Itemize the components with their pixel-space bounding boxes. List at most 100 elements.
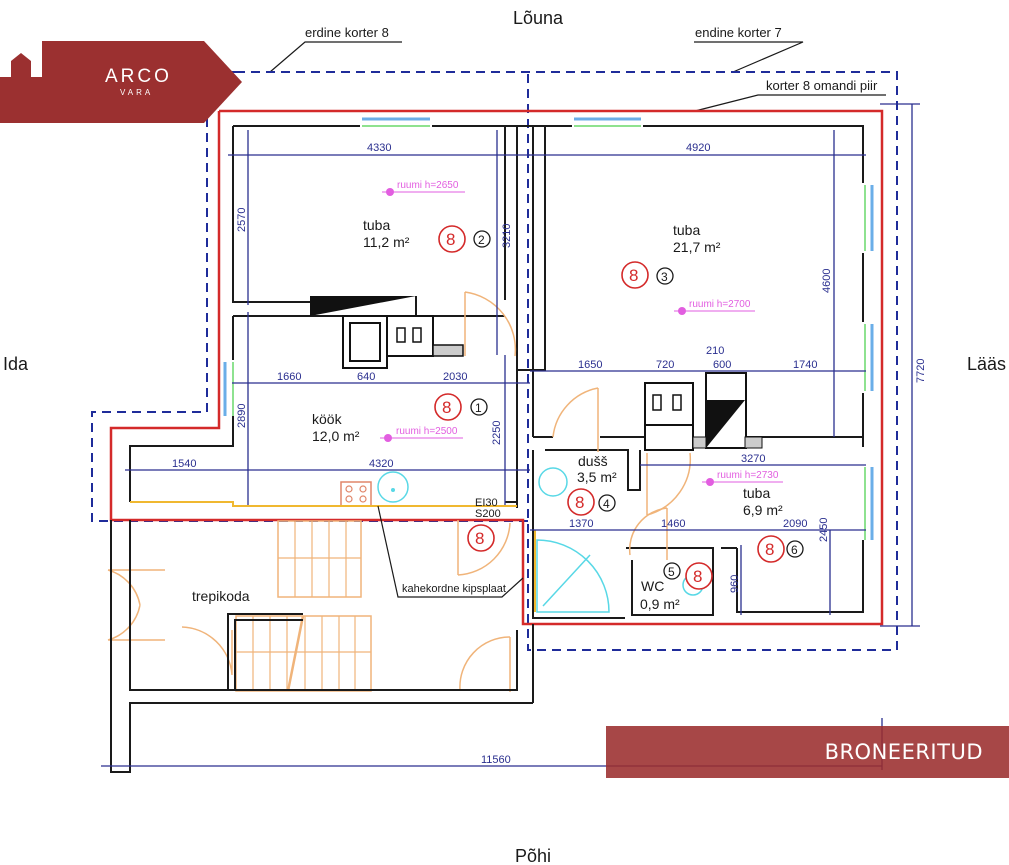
dimension-label: 7720 [915, 359, 927, 383]
countertop-edge [130, 501, 517, 507]
svg-text:4: 4 [603, 497, 610, 511]
leader-line [694, 94, 886, 112]
room-number-tag: 6 [786, 540, 804, 558]
wall [232, 126, 310, 303]
wall [736, 540, 864, 613]
annotation-plasterboard: kahekordne kipsplaat [402, 583, 506, 595]
leader-line [269, 41, 402, 73]
dimension-label: 2250 [491, 421, 503, 445]
dimension-label: 960 [729, 575, 741, 593]
hatched-wall [432, 344, 464, 357]
apartment-tag: 8 [434, 393, 462, 421]
room-number-tag: 2 [473, 230, 491, 248]
wall [545, 449, 641, 491]
room-height-marker: ruumi h=2730 [702, 470, 783, 486]
staircase-upper [277, 520, 362, 598]
dimension-label: 11560 [481, 754, 511, 766]
compass-south: Lõuna [513, 8, 564, 28]
apartment-tag: 8 [685, 562, 713, 590]
svg-text:1: 1 [475, 401, 482, 415]
shower-basin [538, 467, 568, 497]
banner-shape [0, 41, 242, 123]
staircase-lower [235, 615, 372, 692]
apartment-tag: 8 [757, 535, 785, 563]
dimension-label: 1460 [661, 518, 685, 530]
dimension-label: 1370 [569, 518, 593, 530]
annotation-former-apt-7: endine korter 7 [695, 25, 782, 40]
dimension-label: 3210 [501, 224, 513, 248]
svg-text:ruumi h=2700: ruumi h=2700 [689, 299, 751, 310]
svg-text:ruumi h=2500: ruumi h=2500 [396, 426, 458, 437]
dimension-label: 720 [656, 359, 674, 371]
stove-door [349, 322, 381, 362]
wall [227, 613, 303, 690]
room-number-tag: 4 [598, 494, 616, 512]
wall [129, 520, 518, 691]
room-height-marker: ruumi h=2500 [380, 426, 463, 442]
compass-north: Põhi [515, 846, 551, 865]
dimension-label: 2890 [236, 404, 248, 428]
dimension-label: 1660 [277, 371, 301, 383]
dimension-label: 2570 [236, 208, 248, 232]
double-door [107, 569, 165, 641]
stove-base [644, 424, 694, 451]
wall [234, 619, 303, 690]
dimension-label: 640 [357, 371, 375, 383]
status-badge-label: BRONEERITUD [824, 740, 983, 764]
dimension-label: 1740 [793, 359, 817, 371]
room-height-marker: ruumi h=2650 [382, 180, 465, 196]
dimension-label: 4320 [369, 458, 393, 470]
brand-name: ARCO [105, 66, 172, 87]
wall [643, 125, 864, 183]
wall [626, 547, 714, 616]
vent-opening [672, 394, 682, 411]
room-name: dušš [578, 453, 608, 469]
hatched-wall [744, 436, 763, 449]
vent-opening [652, 394, 662, 411]
room-name: tuba [743, 485, 770, 501]
hatched-wall [692, 436, 707, 449]
room-name: WC [641, 578, 664, 594]
room-height-marker: ruumi h=2700 [674, 299, 755, 315]
ownership-boundary-line [109, 109, 884, 626]
leader-line [377, 505, 524, 598]
door [646, 452, 692, 516]
wall [110, 520, 533, 773]
apartment-tag: 8 [467, 524, 495, 552]
door [628, 507, 668, 560]
room-name: tuba [363, 217, 390, 233]
door [181, 626, 233, 676]
room-number-tag: 1 [470, 398, 488, 416]
door [459, 636, 511, 692]
room-area: 0,9 m² [640, 596, 680, 612]
room-name: köök [312, 411, 343, 427]
svg-text:8: 8 [693, 567, 702, 586]
status-badge: BRONEERITUD [606, 726, 1009, 778]
brand-logo-banner[interactable]: ARCO VARA [0, 41, 242, 123]
svg-text:8: 8 [442, 398, 451, 417]
sink [377, 471, 409, 503]
shower-drain-line [542, 554, 591, 607]
apartment-tag: 8 [621, 261, 649, 289]
room-area: 6,9 m² [743, 502, 783, 518]
room-number-tag: 5 [663, 562, 681, 580]
dimension-label: 3270 [741, 453, 765, 465]
svg-text:ruumi h=2730: ruumi h=2730 [717, 470, 779, 481]
dimension-label: 4600 [821, 269, 833, 293]
burner [359, 485, 367, 493]
vent-opening [396, 327, 406, 343]
svg-text:8: 8 [475, 529, 484, 548]
svg-text:8: 8 [629, 266, 638, 285]
room-name: trepikoda [192, 588, 250, 604]
dimension-label: 1650 [578, 359, 602, 371]
dimension-label: 1540 [172, 458, 196, 470]
dimension-label: 4920 [686, 142, 710, 154]
brand-subtitle: VARA [120, 88, 154, 97]
room-area: 21,7 m² [673, 239, 721, 255]
room-name: tuba [673, 222, 700, 238]
dimension-label: 2450 [818, 518, 830, 542]
door [464, 291, 517, 357]
dimension-label: 2030 [443, 371, 467, 383]
vent-block [386, 315, 434, 357]
